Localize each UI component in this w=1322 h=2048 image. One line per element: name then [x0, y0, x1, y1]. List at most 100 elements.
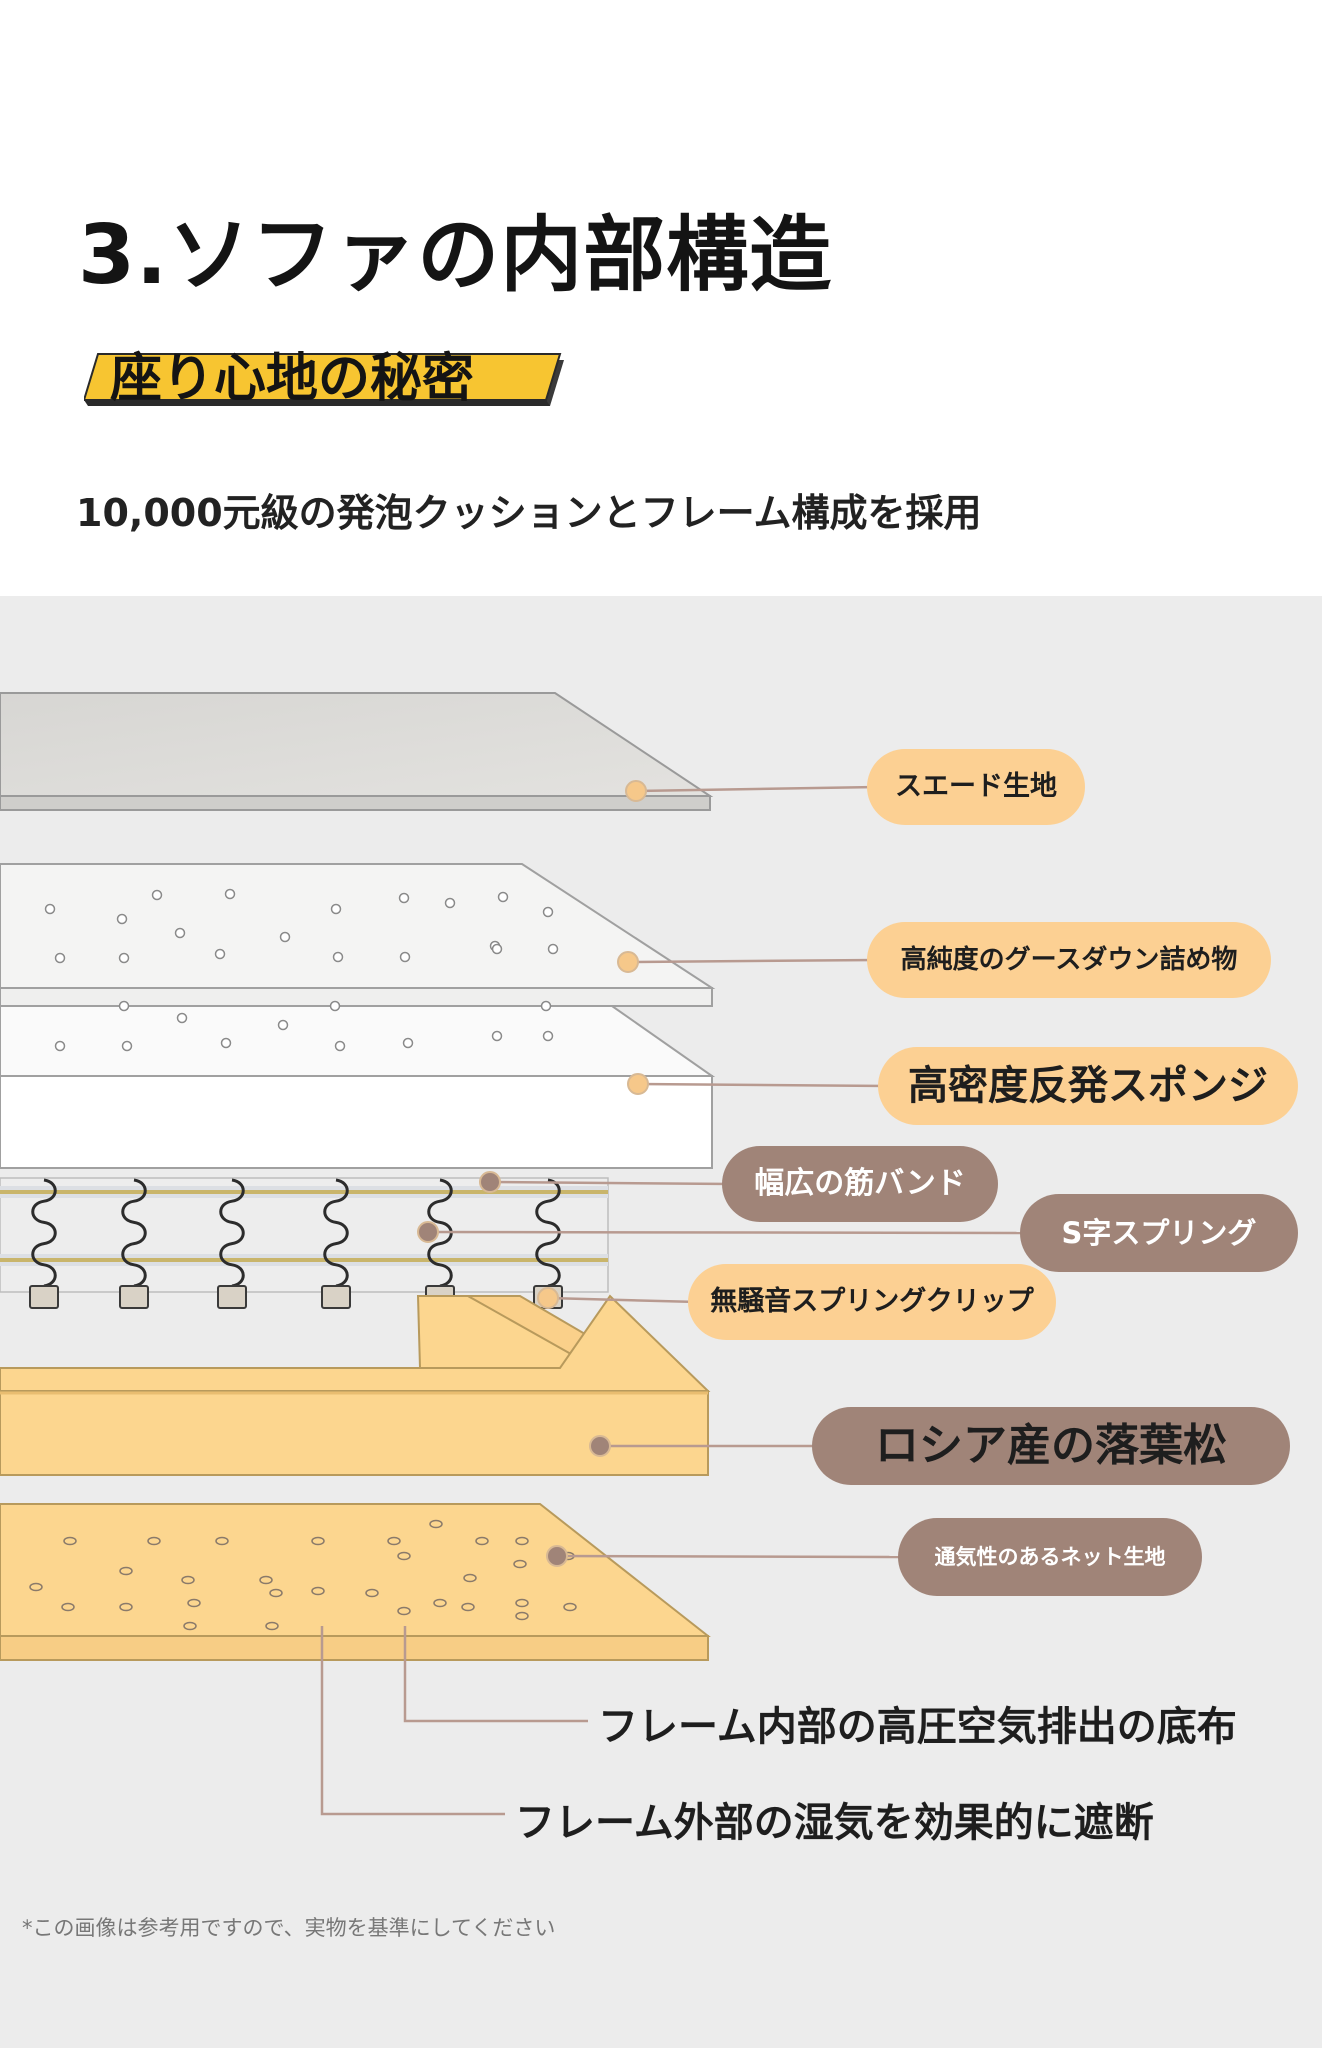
layer-label-pill: 高純度のグースダウン詰め物 — [867, 922, 1271, 998]
leader-dot — [417, 1221, 439, 1243]
down-fill-layer — [0, 863, 716, 1007]
disclaimer: *この画像は参考用ですので、実物を基準にしてください — [22, 1916, 556, 1940]
vent-hole — [397, 1606, 411, 1616]
vent-hole — [29, 1582, 43, 1592]
s-spring — [219, 1178, 245, 1288]
net-fabric-layer — [0, 1503, 711, 1661]
spring-clip — [29, 1285, 59, 1309]
sponge-dot — [121, 1040, 133, 1052]
vent-hole — [387, 1536, 401, 1546]
sponge-dot — [176, 1012, 188, 1024]
fill-dot — [118, 952, 130, 964]
exploded-layers — [0, 692, 1031, 1816]
sponge-dot — [54, 1040, 66, 1052]
fill-dot — [399, 951, 411, 963]
fill-dot — [214, 948, 226, 960]
vent-hole — [515, 1611, 529, 1621]
fill-dot — [116, 913, 128, 925]
subtitle: 10,000元級の発泡クッションとフレーム構成を採用 — [76, 491, 982, 535]
leader-line — [427, 1230, 1031, 1235]
vent-hole — [187, 1598, 201, 1608]
vent-hole — [515, 1536, 529, 1546]
vent-hole — [61, 1602, 75, 1612]
vent-hole — [365, 1588, 379, 1598]
s-spring — [121, 1178, 147, 1288]
vent-hole — [119, 1566, 133, 1576]
vent-hole — [63, 1536, 77, 1546]
vent-hole — [183, 1621, 197, 1631]
sponge-dot — [542, 1030, 554, 1042]
fill-dot — [444, 897, 456, 909]
s-spring — [31, 1178, 57, 1288]
fill-dot — [174, 927, 186, 939]
layer-label-pill: 通気性のあるネット生地 — [898, 1518, 1202, 1596]
vent-hole — [147, 1536, 161, 1546]
vent-hole — [311, 1536, 325, 1546]
leader-dot — [625, 780, 647, 802]
badge-background — [84, 353, 564, 406]
larch-wood-frame — [0, 1294, 711, 1476]
leader-line — [556, 1554, 909, 1559]
vent-hole — [429, 1519, 443, 1529]
sponge-dot — [220, 1037, 232, 1049]
fill-dot — [398, 892, 410, 904]
vent-hole — [215, 1536, 229, 1546]
vent-hole — [463, 1573, 477, 1583]
s-spring — [323, 1178, 349, 1288]
leader-dot — [627, 1073, 649, 1095]
fill-dot — [547, 943, 559, 955]
leader-line — [547, 1296, 699, 1304]
vent-hole — [461, 1602, 475, 1612]
leader-dot — [537, 1287, 559, 1309]
sponge-layer — [0, 1000, 716, 1169]
vent-hole — [181, 1575, 195, 1585]
leader-line — [627, 958, 878, 964]
leader-line — [489, 1180, 733, 1186]
sponge-dot — [491, 1030, 503, 1042]
vent-hole — [475, 1536, 489, 1546]
suede-layer — [0, 692, 714, 811]
vent-hole — [259, 1575, 273, 1585]
leader-dot — [479, 1171, 501, 1193]
spring-clip — [217, 1285, 247, 1309]
fill-dot — [224, 888, 236, 900]
fill-dot — [54, 952, 66, 964]
layer-label-pill: 幅広の筋バンド — [722, 1146, 998, 1222]
layer-label-pill: ロシア産の落葉松 — [812, 1407, 1290, 1485]
vent-hole — [265, 1621, 279, 1631]
fill-dot — [151, 889, 163, 901]
leader-line — [637, 1082, 889, 1088]
leader-line — [320, 1626, 505, 1816]
sponge-dot — [277, 1019, 289, 1031]
layer-label-pill: スエード生地 — [867, 749, 1085, 825]
leader-line — [635, 785, 878, 793]
fill-dot — [330, 903, 342, 915]
sponge-dot — [540, 1000, 552, 1012]
fill-dot — [332, 951, 344, 963]
sponge-dot — [118, 1000, 130, 1012]
vent-hole — [269, 1588, 283, 1598]
bottom-note: フレーム外部の湿気を効果的に遮断 — [515, 1800, 1154, 1846]
leader-dot — [617, 951, 639, 973]
layer-label-pill: 高密度反発スポンジ — [878, 1047, 1298, 1125]
vent-hole — [563, 1602, 577, 1612]
fill-dot — [542, 906, 554, 918]
sponge-dot — [329, 1000, 341, 1012]
spring-clip — [321, 1285, 351, 1309]
vent-hole — [513, 1559, 527, 1569]
vent-hole — [397, 1551, 411, 1561]
page-title: 3.ソファの内部構造 — [78, 208, 833, 303]
fill-dot — [44, 903, 56, 915]
leader-dot — [589, 1435, 611, 1457]
vent-hole — [311, 1586, 325, 1596]
spring-layer — [0, 1177, 609, 1309]
layer-label-pill: 無騒音スプリングクリップ — [688, 1264, 1056, 1340]
fill-dot — [491, 943, 503, 955]
bottom-note: フレーム内部の高圧空気排出の底布 — [598, 1704, 1237, 1750]
sponge-dot — [402, 1037, 414, 1049]
leader-line — [403, 1626, 588, 1723]
vent-hole — [515, 1598, 529, 1608]
badge-label: 座り心地の秘密 — [110, 349, 475, 409]
fill-dot — [279, 931, 291, 943]
